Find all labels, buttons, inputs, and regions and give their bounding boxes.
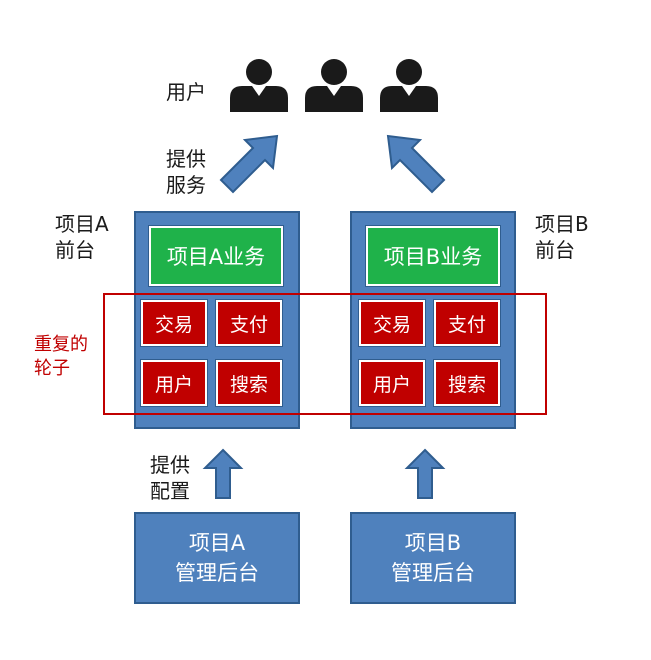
project-b-business-box: 项目B业务 [366,226,500,286]
project-a-admin-box: 项目A 管理后台 [134,512,300,604]
provide-config-label: 提供 配置 [150,453,190,503]
users-label: 用户 [166,80,206,104]
project-b-admin-box: 项目B 管理后台 [350,512,516,604]
project-b-front-label: 项目B 前台 [535,212,589,262]
arrow-up-right-icon [219,134,279,194]
module-a-pay: 支付 [216,300,282,346]
module-a-search: 搜索 [216,360,282,406]
arrow-up-icon [202,448,244,499]
provide-service-label: 提供 服务 [166,147,206,197]
user-icon [380,59,438,112]
module-b-trade: 交易 [359,300,425,346]
arrow-up-icon [404,448,446,499]
duplicate-wheels-label: 重复的 轮子 [34,334,88,379]
arrow-up-left-icon [386,134,446,194]
module-b-pay: 支付 [434,300,500,346]
project-a-front-label: 项目A 前台 [55,212,109,262]
user-icon [305,59,363,112]
module-a-user: 用户 [141,360,207,406]
module-a-trade: 交易 [141,300,207,346]
user-icon [230,59,288,112]
module-b-user: 用户 [359,360,425,406]
project-a-business-box: 项目A业务 [149,226,283,286]
module-b-search: 搜索 [434,360,500,406]
duplicate-wheels-frame [103,293,547,415]
